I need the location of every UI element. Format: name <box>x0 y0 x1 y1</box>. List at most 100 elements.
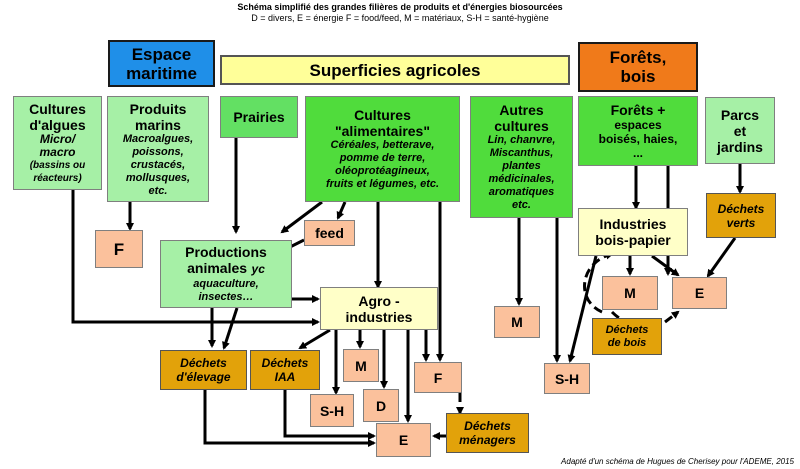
output-m-agro: M <box>343 349 379 382</box>
box-dechets-elevage: Déchets d'élevage <box>160 350 247 390</box>
productions-title-1: Productions <box>185 244 267 260</box>
marins-detail-1: Macroalgues, <box>122 132 194 145</box>
alimentaires-detail-2: pomme de terre, <box>339 152 426 164</box>
arrow-cult-feed <box>336 201 347 220</box>
box-industries-bois-papier: Industries bois-papier <box>578 208 688 256</box>
output-e-bois-label: E <box>694 285 705 301</box>
prairies-title: Prairies <box>233 109 285 125</box>
arrow-prod-iaa <box>222 307 239 350</box>
output-e-bois: E <box>672 277 727 309</box>
iaa-line-1: Déchets <box>261 356 309 370</box>
verts-line-2: verts <box>726 215 756 230</box>
arrow-dechetsbois-loop <box>583 251 614 314</box>
marins-detail-3: crustacés, <box>130 158 186 171</box>
box-agro-industries: Agro - industries <box>320 287 438 330</box>
algues-detail-2: macro <box>39 145 76 159</box>
legend-text: D = divers, E = énergie F = food/feed, M… <box>251 13 549 23</box>
header-maritime-line2: maritime <box>126 63 197 83</box>
box-forets-plus: Forêts + espaces boisés, haies, ... <box>578 96 698 166</box>
output-m-autres: M <box>494 306 540 338</box>
productions-suffix: yc <box>251 262 265 276</box>
menagers-line-2: ménagers <box>459 433 516 447</box>
box-prairies: Prairies <box>220 96 298 138</box>
bois-papier-line-2: bois-papier <box>595 232 671 248</box>
box-dechets-bois: Déchets de bois <box>592 318 662 355</box>
parcs-line-2: et <box>733 122 747 139</box>
source-credit: Adapté d'un schéma de Hugues de Cherisey… <box>561 457 794 466</box>
box-autres-cultures: Autres cultures Lin, chanvre, Miscanthus… <box>470 96 573 218</box>
arrow-bois-e <box>651 254 680 277</box>
marins-detail-5: etc. <box>148 184 168 197</box>
elevage-line-1: Déchets <box>180 356 227 370</box>
arrow-verts-e <box>706 237 737 278</box>
header-forets-bois: Forêts, bois <box>578 42 698 92</box>
productions-detail-2: insectes… <box>198 291 254 303</box>
box-produits-marins: Produits marins Macroalgues, poissons, c… <box>107 96 209 202</box>
box-parcs-jardins: Parcs et jardins <box>705 97 775 164</box>
alimentaires-title-2: "alimentaires" <box>335 123 430 139</box>
output-sh-agro-label: S-H <box>319 402 345 419</box>
algues-title-2: d'algues <box>29 117 86 133</box>
parcs-line-1: Parcs <box>720 106 760 123</box>
output-m-bois-label: M <box>624 285 636 301</box>
output-f-agro: F <box>414 362 462 393</box>
output-m-agro-label: M <box>355 357 367 374</box>
output-e-center: E <box>376 423 431 457</box>
marins-detail-4: mollusques, <box>125 171 191 184</box>
autres-detail-2: Miscanthus, <box>489 147 554 159</box>
header-espace-maritime: Espace maritime <box>108 40 215 87</box>
autres-detail-5: aromatiques <box>488 186 555 198</box>
output-m-bois: M <box>602 276 658 310</box>
output-sh-agro: S-H <box>310 394 354 427</box>
algues-title-1: Cultures <box>29 101 86 117</box>
output-e-center-label: E <box>398 432 409 448</box>
forets-plus-detail-1: espaces <box>614 118 662 132</box>
output-d-agro: D <box>363 389 399 422</box>
box-dechets-menagers: Déchets ménagers <box>446 413 529 453</box>
algues-detail-1: Micro/ <box>39 132 76 146</box>
diagram-title: Schéma simplifié des grandes filières de… <box>237 2 563 12</box>
autres-detail-6: etc. <box>512 199 531 211</box>
output-d-agro-label: D <box>375 397 387 414</box>
arrow-dechetsbois-e <box>664 310 680 324</box>
output-m-autres-label: M <box>511 314 523 330</box>
arrow-cult-prod <box>280 200 323 234</box>
header-superficies-agricoles: Superficies agricoles <box>220 55 570 85</box>
alimentaires-detail-1: Céréales, betterave, <box>330 139 435 151</box>
dechets-bois-line-2: de bois <box>607 336 647 349</box>
alimentaires-detail-3: oléoprotéagineux, <box>335 165 430 177</box>
autres-detail-3: plantes <box>502 160 541 172</box>
box-dechets-iaa: Déchets IAA <box>250 350 320 390</box>
parcs-line-3: jardins <box>717 138 763 155</box>
verts-line-1: Déchets <box>717 201 765 216</box>
autres-title-2: cultures <box>494 118 549 134</box>
bois-papier-line-1: Industries <box>599 216 667 232</box>
forets-plus-detail-3: ... <box>632 146 643 160</box>
header-agricole-text: Superficies agricoles <box>309 60 481 80</box>
forets-plus-title: Forêts + <box>610 102 666 118</box>
elevage-line-2: d'élevage <box>176 370 231 384</box>
output-f-agro-label: F <box>433 369 443 386</box>
arrow-iaa-e <box>283 390 376 440</box>
algues-note-1: (bassins ou <box>29 160 86 171</box>
arrow-agro-iaa <box>298 328 331 350</box>
arrow-bois-sh <box>567 255 598 363</box>
output-sh-right: S-H <box>544 363 590 394</box>
marins-title-1: Produits <box>129 100 187 117</box>
feed-label: feed <box>315 225 344 241</box>
autres-title-1: Autres <box>499 102 544 118</box>
autres-detail-4: médicinales, <box>488 173 555 185</box>
output-sh-right-label: S-H <box>554 370 580 387</box>
arrow-elevage-e <box>203 390 376 447</box>
box-dechets-verts: Déchets verts <box>706 193 776 238</box>
productions-detail-1: aquaculture, <box>193 278 259 290</box>
box-feed: feed <box>304 220 355 246</box>
header-forets-line2: bois <box>620 67 656 86</box>
header-forets-line1: Forêts, <box>609 48 667 67</box>
dechets-bois-line-1: Déchets <box>605 323 649 336</box>
marins-title-2: marins <box>135 116 181 133</box>
autres-detail-1: Lin, chanvre, <box>487 134 556 146</box>
productions-title-2: animales <box>187 260 248 276</box>
agro-line-1: Agro - <box>358 292 400 309</box>
